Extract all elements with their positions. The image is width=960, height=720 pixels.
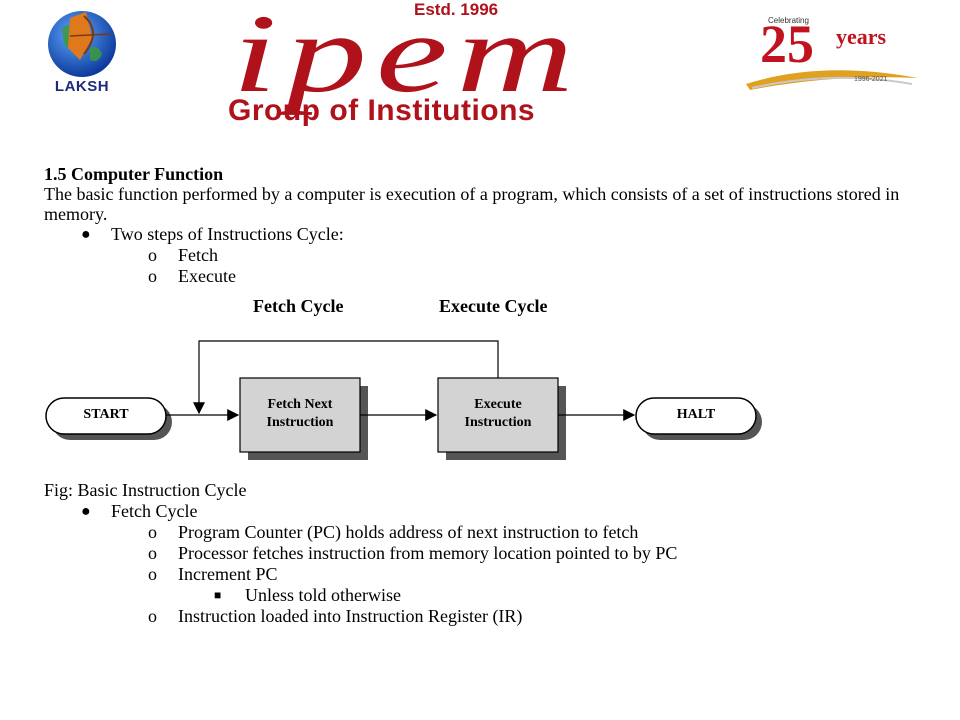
- start-label: START: [83, 407, 129, 422]
- fetch-box-line1: Fetch Next: [267, 397, 333, 412]
- execute-box: [437, 377, 559, 453]
- execute-box-label: Execute Instruction: [438, 396, 558, 432]
- list-item-text: Fetch: [178, 245, 218, 265]
- circle-bullet-icon: o: [148, 543, 157, 563]
- halt-label: HALT: [676, 407, 716, 422]
- celebrating-number: 25: [760, 14, 814, 74]
- list-item-text: Instruction loaded into Instruction Regi…: [178, 606, 523, 626]
- bullet-icon: ●: [81, 503, 91, 520]
- fetch-box-label: Fetch Next Instruction: [240, 396, 360, 432]
- list-item-text: Fetch Cycle: [111, 501, 198, 521]
- list-item-text: Processor fetches instruction from memor…: [178, 543, 678, 563]
- celebrating-range: 1996-2021: [854, 76, 888, 83]
- circle-bullet-icon: o: [148, 522, 157, 542]
- celebrating-25-years-badge: 25 Celebrating years 1996-2021: [742, 14, 922, 94]
- list-item: ● Fetch Cycle: [44, 501, 934, 522]
- circle-bullet-icon: o: [148, 606, 157, 626]
- execute-cycle-label: Execute Cycle: [439, 296, 548, 316]
- laksh-logo: LAKSH: [24, 8, 136, 100]
- celebrating-label: Celebrating: [768, 16, 809, 25]
- bullet-icon: ●: [81, 226, 91, 243]
- globe-archer-icon: [48, 11, 116, 77]
- list-item: o Program Counter (PC) holds address of …: [44, 522, 934, 543]
- fetch-cycle-list: ● Fetch Cycle o Program Counter (PC) hol…: [44, 501, 934, 627]
- feedback-loop: [193, 340, 499, 415]
- ipem-logo-text: ipem: [232, 0, 583, 116]
- list-item-text: Two steps of Instructions Cycle:: [111, 224, 344, 244]
- list-item: ● Two steps of Instructions Cycle:: [44, 224, 934, 245]
- list-item-text: Program Counter (PC) holds address of ne…: [178, 522, 639, 542]
- fetch-box-line2: Instruction: [266, 415, 334, 430]
- diagram-canvas: [45, 340, 762, 460]
- section-content: 1.5 Computer Function The basic function…: [44, 164, 934, 287]
- list-item: ■ Unless told otherwise: [44, 585, 934, 606]
- square-bullet-icon: ■: [214, 588, 222, 602]
- figure-caption: Fig: Basic Instruction Cycle: [44, 480, 247, 500]
- list-item: o Instruction loaded into Instruction Re…: [44, 606, 934, 627]
- swoosh-icon: [746, 70, 918, 90]
- established-year: Estd. 1996: [414, 0, 499, 19]
- section-heading: 1.5 Computer Function: [44, 164, 224, 184]
- list-item-text: Execute: [178, 266, 236, 286]
- halt-node: [635, 397, 757, 435]
- celebrating-years-word: years: [836, 24, 887, 49]
- section-intro: The basic function performed by a comput…: [44, 184, 900, 224]
- circle-bullet-icon: o: [148, 266, 157, 286]
- instruction-cycle-diagram: Fetch Cycle Execute Cycle START Fetch Ne…: [40, 290, 780, 470]
- circle-bullet-icon: o: [148, 564, 157, 584]
- execute-box-line1: Execute: [474, 397, 522, 412]
- start-node: [45, 397, 167, 435]
- list-item: o Increment PC: [44, 564, 934, 585]
- institution-subtitle: Group of Institutions: [228, 94, 536, 127]
- fetch-cycle-label: Fetch Cycle: [253, 296, 344, 316]
- header-banner: LAKSH Estd. 1996 ipem Group of Instituti…: [0, 0, 960, 140]
- list-item: o Fetch: [44, 245, 934, 266]
- list-item: o Processor fetches instruction from mem…: [44, 543, 934, 564]
- list-item: o Execute: [44, 266, 934, 287]
- list-item-text: Increment PC: [178, 564, 278, 584]
- circle-bullet-icon: o: [148, 245, 157, 265]
- list-item-text: Unless told otherwise: [245, 585, 401, 605]
- laksh-logo-text: LAKSH: [54, 78, 110, 95]
- execute-box-line2: Instruction: [464, 415, 532, 430]
